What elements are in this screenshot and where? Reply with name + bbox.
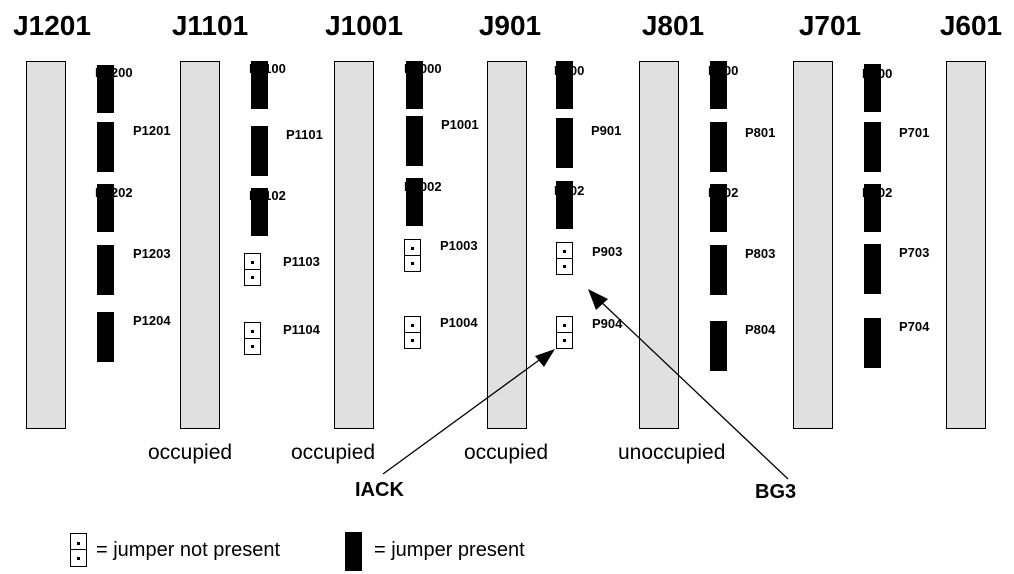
- bg3-arrow-line: [596, 297, 789, 480]
- slot-connector-j701: [793, 61, 833, 429]
- jumper-p1001: [406, 116, 423, 166]
- jumper-label-p700: P700: [862, 66, 893, 81]
- legend-open-jumper-icon: [70, 533, 87, 567]
- jumper-label-p1003: P1003: [440, 238, 478, 253]
- jumper-p1004: [404, 316, 421, 349]
- jumper-p1100: [251, 61, 268, 109]
- jumper-label-p1001: P1001: [441, 117, 479, 132]
- legend-solid-jumper-icon: [345, 532, 362, 571]
- jumper-p1003: [404, 239, 421, 272]
- jumper-p1000: [406, 61, 423, 109]
- jumper-p900: [556, 61, 573, 109]
- slot-title-j1001: J1001: [325, 10, 403, 41]
- jumper-label-p1202: P1202: [95, 185, 133, 200]
- jumper-p1201: [97, 122, 114, 172]
- jumper-label-p904: P904: [592, 316, 623, 331]
- jumper-p901: [556, 118, 573, 168]
- slot-connector-j1001: [334, 61, 374, 429]
- jumper-p804: [710, 321, 727, 371]
- jumper-label-p900: P900: [554, 63, 585, 78]
- jumper-label-p800: P800: [708, 63, 739, 78]
- jumper-label-p804: P804: [745, 322, 776, 337]
- slot-connector-j1101: [180, 61, 220, 429]
- slot-title-j1101: J1101: [171, 10, 249, 41]
- callout-iack: IACK: [355, 479, 404, 501]
- jumper-p702: [864, 184, 881, 232]
- slot-title-j601: J601: [939, 10, 1003, 41]
- slot-title-j901: J901: [478, 10, 542, 41]
- jumper-p1101: [251, 126, 268, 176]
- jumper-label-p1100: P1100: [249, 61, 286, 76]
- jumper-label-p803: P803: [745, 246, 776, 261]
- jumper-p903: [556, 242, 573, 275]
- jumper-p802: [710, 184, 727, 232]
- jumper-label-p702: P702: [862, 185, 893, 200]
- jumper-label-p901: P901: [591, 123, 622, 138]
- jumper-p1104: [244, 322, 261, 355]
- jumper-p700: [864, 64, 881, 112]
- jumper-p1102: [251, 188, 268, 236]
- slot-connector-j1201: [26, 61, 66, 429]
- legend-not-present-label: = jumper not present: [96, 539, 280, 561]
- jumper-label-p1002: P1002: [404, 179, 442, 194]
- jumper-p801: [710, 122, 727, 172]
- jumper-label-p1101: P1101: [286, 127, 323, 142]
- iack-arrow-line: [382, 357, 543, 475]
- jumper-label-p1104: P1104: [283, 322, 320, 337]
- slot-status-j1101: occupied: [148, 441, 233, 464]
- iack-arrowhead: [535, 349, 555, 367]
- jumper-label-p1004: P1004: [440, 315, 478, 330]
- jumper-p803: [710, 245, 727, 295]
- slot-title-j701: J701: [798, 10, 862, 41]
- slot-connector-j801: [639, 61, 679, 429]
- slot-connector-j901: [487, 61, 527, 429]
- jumper-label-p703: P703: [899, 245, 930, 260]
- jumper-label-p903: P903: [592, 244, 623, 259]
- jumper-label-p1203: P1203: [133, 246, 171, 261]
- legend-present-label: = jumper present: [374, 539, 525, 561]
- jumper-p1200: [97, 65, 114, 113]
- jumper-p800: [710, 61, 727, 109]
- jumper-label-p701: P701: [899, 125, 930, 140]
- callout-bg3: BG3: [755, 481, 797, 503]
- jumper-label-p801: P801: [745, 125, 776, 140]
- jumper-label-p1000: P1000: [404, 61, 442, 76]
- jumper-p703: [864, 244, 881, 294]
- slot-connector-j601: [946, 61, 986, 429]
- slot-status-j901: occupied: [464, 441, 549, 464]
- jumper-label-p1102: P1102: [249, 188, 286, 203]
- jumper-p701: [864, 122, 881, 172]
- jumper-label-p1200: P1200: [95, 65, 133, 80]
- jumper-label-p902: P902: [554, 183, 585, 198]
- jumper-p902: [556, 181, 573, 229]
- jumper-p704: [864, 318, 881, 368]
- jumper-p1204: [97, 312, 114, 362]
- slot-title-j1201: J1201: [13, 10, 91, 41]
- jumper-p1103: [244, 253, 261, 286]
- jumper-label-p704: P704: [899, 319, 930, 334]
- slot-status-j1001: occupied: [291, 441, 376, 464]
- slot-status-j801: unoccupied: [618, 441, 726, 464]
- slot-title-j801: J801: [641, 10, 705, 41]
- jumper-p1203: [97, 245, 114, 295]
- jumper-label-p802: P802: [708, 185, 739, 200]
- bg3-arrowhead: [588, 289, 608, 310]
- jumper-p1002: [406, 178, 423, 226]
- jumper-label-p1204: P1204: [133, 313, 171, 328]
- jumper-label-p1103: P1103: [283, 254, 320, 269]
- jumper-label-p1201: P1201: [133, 123, 171, 138]
- jumper-p904: [556, 316, 573, 349]
- jumper-p1202: [97, 184, 114, 232]
